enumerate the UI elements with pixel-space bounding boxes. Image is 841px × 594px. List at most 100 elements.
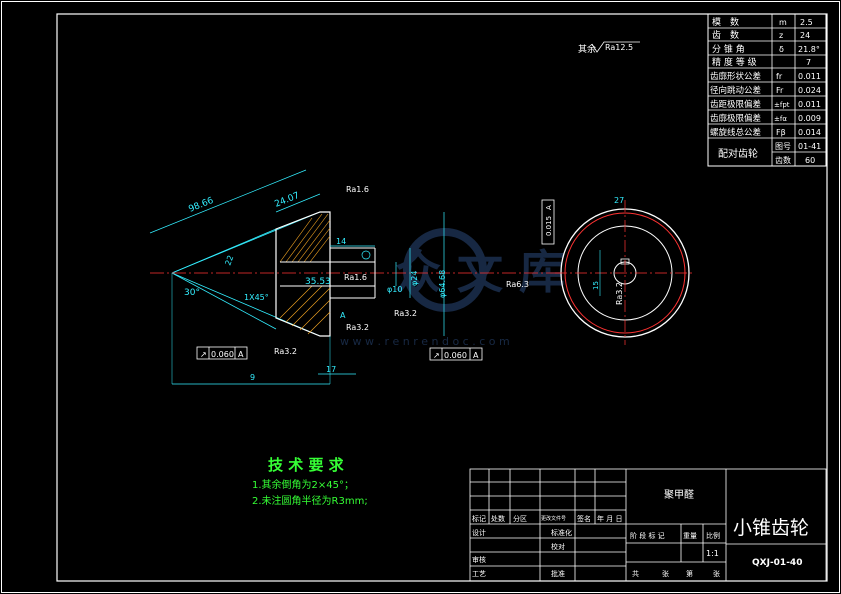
hdr-ratio: 比例 <box>706 531 720 540</box>
gear-section-view <box>149 169 560 385</box>
ra-label-5: Ra3.2 <box>274 347 297 356</box>
param-name-6: 齿距极限偏差 <box>710 99 761 110</box>
ra-label-1: Ra1.6 <box>346 185 369 194</box>
datum-label: A <box>340 311 346 320</box>
param-val-6: 0.011 <box>798 100 821 109</box>
hdr-change: 更改文件号 <box>541 515 566 522</box>
hdr-design: 设计 <box>472 528 486 537</box>
hdr-mark: 标记 <box>472 514 486 523</box>
param-val-1: 24 <box>800 31 810 40</box>
tol-frame-1: ↗ 0.060 A <box>196 346 248 360</box>
param-table-text: 模 数 m 2.5 齿 数 z 24 分 锥 角 δ 21.8° 精 度 等 级… <box>710 16 821 165</box>
param-sym-0: m <box>779 18 787 27</box>
param-val-5: 0.024 <box>798 86 821 95</box>
watermark: 众 文 库 w w w . r e n r e n d o c . c o m <box>340 228 565 348</box>
roughness-note-label: 其余 <box>578 43 596 55</box>
hdr-sign: 签名 <box>577 514 591 523</box>
title-block-text: 聚甲醛 小锥齿轮 QXJ-01-40 1:1 标记 处数 分区 更改文件号 签名… <box>472 488 809 578</box>
ra-label-4: Ra3.2 <box>394 309 417 318</box>
param-name-8: 螺旋线总公差 <box>710 127 761 138</box>
dim-35: 35.53 <box>305 277 331 287</box>
param-name-2: 分 锥 角 <box>712 43 745 55</box>
tech-req-title: 技 术 要 求 <box>268 456 345 474</box>
svg-text:0.060: 0.060 <box>211 350 234 359</box>
watermark-url: w w w . r e n r e n d o c . c o m <box>340 335 510 348</box>
svg-text:↗: ↗ <box>200 350 207 359</box>
hdr-check: 审核 <box>472 555 486 564</box>
ra-label-6: Ra6.3 <box>506 280 529 289</box>
svg-text:A: A <box>473 351 479 360</box>
roughness-note-value: Ra12.5 <box>605 43 633 52</box>
dim-phi66: φ64.68 <box>438 270 447 298</box>
roughness-note: 其余 Ra12.5 <box>578 41 640 55</box>
dim-14: 14 <box>336 237 346 246</box>
param-val-2: 21.8° <box>798 45 820 54</box>
param-name-7: 齿廓极限偏差 <box>710 113 761 124</box>
tol-frame-2: ↗ 0.060 A <box>429 347 483 361</box>
param-name-4: 齿廓形状公差 <box>710 71 761 82</box>
hdr-craft: 工艺 <box>472 570 486 578</box>
hdr-sheet: 张 <box>662 569 669 578</box>
mate-val-0: 01-41 <box>798 142 821 151</box>
tech-req-item-1: 1.其余倒角为2×45°； <box>252 478 354 491</box>
ra-label-2: Ra1.6 <box>344 273 367 282</box>
param-name-5: 径向跳动公差 <box>710 85 761 96</box>
material-name: 聚甲醛 <box>664 488 694 501</box>
param-name-3: 精 度 等 级 <box>712 56 757 68</box>
tech-req-item-2: 2.未注圆角半径为R3mm; <box>252 494 368 507</box>
param-sym-5: Fr <box>776 86 784 95</box>
ra-label-3: Ra3.2 <box>346 323 369 332</box>
mate-label: 配对齿轮 <box>718 147 758 160</box>
param-sym-1: z <box>779 31 783 40</box>
svg-text:A: A <box>238 350 244 359</box>
dim-phi24: φ24 <box>410 271 419 286</box>
svg-text:0.060: 0.060 <box>444 351 467 360</box>
svg-text:0.015: 0.015 <box>545 216 553 236</box>
dim-phi10: φ10 <box>387 285 402 294</box>
inner-frame <box>56 13 828 582</box>
param-sym-6: ±fpt <box>774 101 790 109</box>
dim-22: 22 <box>223 254 235 267</box>
hdr-zone: 分区 <box>513 514 527 523</box>
dim-face-width: 24.07 <box>273 191 301 210</box>
ra-label-7: Ra3.2 <box>615 282 624 305</box>
drawing-number: QXJ-01-40 <box>752 558 802 568</box>
param-sym-8: Fβ <box>776 128 786 137</box>
title-block-grid <box>469 468 827 582</box>
param-name-0: 模 数 <box>712 16 739 28</box>
gear-front-view <box>555 200 695 345</box>
param-val-0: 2.5 <box>800 18 813 27</box>
hdr-approve: 批准 <box>551 569 565 578</box>
param-table <box>707 13 827 167</box>
param-name-1: 齿 数 <box>712 29 739 41</box>
svg-text:A: A <box>545 205 553 210</box>
param-val-8: 0.014 <box>798 128 821 137</box>
part-name: 小锥齿轮 <box>733 517 809 539</box>
hdr-proof: 校对 <box>551 542 565 551</box>
mate-sym-0: 图号 <box>775 142 791 151</box>
hdr-date: 年 月 日 <box>597 514 622 523</box>
param-val-3: 7 <box>806 58 811 67</box>
mate-sym-1: 齿数 <box>775 155 791 165</box>
svg-text:↗: ↗ <box>433 351 440 360</box>
dim-9: 9 <box>250 373 255 382</box>
hdr-sheet2: 张 <box>713 569 720 578</box>
param-val-4: 0.011 <box>798 72 821 81</box>
hdr-total: 共 <box>632 569 639 578</box>
scale-value: 1:1 <box>706 549 719 558</box>
dim-hub: 15 <box>592 281 600 290</box>
param-sym-7: ±fα <box>774 115 787 123</box>
hdr-weight: 重量 <box>683 532 697 540</box>
roughness-symbol-icon <box>591 41 640 53</box>
dim-top: 27 <box>614 196 624 205</box>
param-sym-4: fr <box>776 72 783 81</box>
hdr-stage: 阶 段 标 记 <box>630 531 665 540</box>
param-sym-2: δ <box>779 45 784 54</box>
dim-17: 17 <box>326 365 336 374</box>
watermark-brand: 众 文 库 <box>395 245 565 299</box>
dim-chamfer: 1X45° <box>244 293 269 302</box>
tol-frame-3: 0.015 A <box>541 199 555 245</box>
param-val-7: 0.009 <box>798 114 821 123</box>
